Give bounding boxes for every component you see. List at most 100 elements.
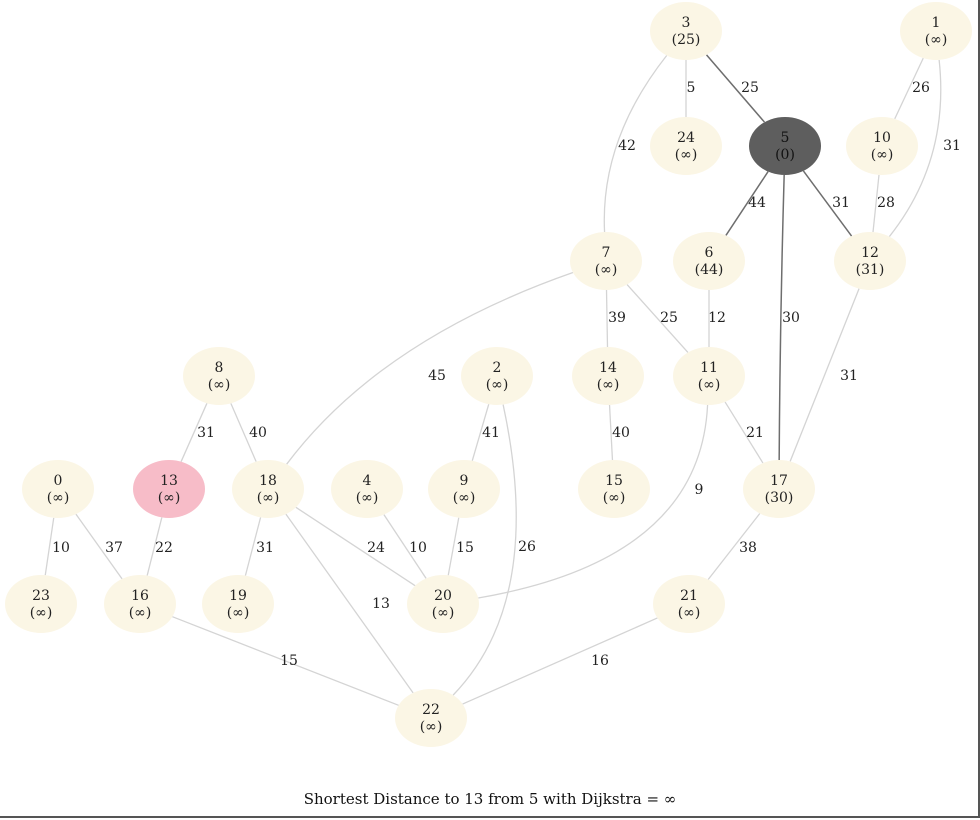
node-7-distance: (∞) [595,262,618,278]
node-23: 23(∞) [5,575,77,633]
edge-weight-2-22: 26 [518,539,536,555]
node-ellipse [834,232,906,290]
node-18-label: 18 [259,473,277,489]
node-17-label: 17 [770,473,788,489]
edge-18-19 [244,517,262,576]
node-12-label: 12 [861,245,879,261]
node-ellipse [900,2,972,60]
node-ellipse [232,460,304,518]
edge-7-14 [605,289,609,348]
edge-17-21 [707,513,761,580]
edge-14-15 [608,404,614,461]
node-4-label: 4 [363,473,372,489]
edge-weight-2-9: 41 [482,425,500,441]
node-23-distance: (∞) [30,605,53,621]
nodes-layer: 0(∞)1(∞)2(∞)3(25)4(∞)5(0)6(44)7(∞)8(∞)9(… [5,2,972,747]
edge-5-17 [778,174,785,461]
edge-weight-18-19: 31 [256,540,274,556]
edge-1-12 [888,59,942,237]
node-6-distance: (44) [695,262,724,278]
edge-7-11 [626,284,689,353]
edge-11-20 [478,404,709,599]
node-10-label: 10 [873,130,891,146]
node-14: 14(∞) [572,347,644,405]
node-ellipse [570,232,642,290]
node-11: 11(∞) [673,347,745,405]
node-24-label: 24 [677,130,695,146]
edge-11-17 [724,401,764,464]
node-9-distance: (∞) [453,490,476,506]
node-14-distance: (∞) [597,377,620,393]
edge-weight-12-17: 31 [840,368,858,384]
edge-2-9 [471,404,490,461]
node-ellipse [104,575,176,633]
node-17-distance: (30) [765,490,794,506]
node-5: 5(0) [749,117,821,175]
node-4: 4(∞) [331,460,403,518]
edge-weight-8-18: 40 [249,425,267,441]
node-21-distance: (∞) [678,605,701,621]
node-2-distance: (∞) [486,377,509,393]
edge-weight-7-14: 39 [608,310,626,326]
node-9-label: 9 [460,473,469,489]
edge-9-20 [447,517,460,576]
node-ellipse [650,117,722,175]
edge-weight-0-16: 37 [105,540,123,556]
edge-weight-5-6: 44 [748,195,766,211]
node-21: 21(∞) [653,575,725,633]
node-2: 2(∞) [461,347,533,405]
node-8-label: 8 [215,360,224,376]
node-8-distance: (∞) [208,377,231,393]
node-4-distance: (∞) [356,490,379,506]
node-ellipse [673,232,745,290]
node-ellipse [650,2,722,60]
node-ellipse [673,347,745,405]
edge-5-12 [802,170,853,237]
edge-13-16 [146,517,163,576]
edge-weight-1-10: 26 [912,80,930,96]
edge-0-23 [44,517,55,576]
node-ellipse [202,575,274,633]
node-10-distance: (∞) [871,147,894,163]
node-ellipse [653,575,725,633]
edge-3-5 [705,54,766,123]
node-0-label: 0 [54,473,63,489]
edge-weight-11-20: 9 [695,482,704,498]
node-24-distance: (∞) [675,147,698,163]
node-1: 1(∞) [900,2,972,60]
node-15: 15(∞) [578,460,650,518]
node-21-label: 21 [680,588,698,604]
node-17: 17(30) [743,460,815,518]
edge-0-16 [75,513,123,580]
node-7-label: 7 [602,245,611,261]
edge-8-13 [180,403,208,462]
node-7: 7(∞) [570,232,642,290]
frame-border-bottom [0,816,980,818]
edge-weight-4-20: 10 [409,540,427,556]
node-5-label: 5 [781,130,790,146]
node-ellipse [395,689,467,747]
node-15-distance: (∞) [603,490,626,506]
edge-4-20 [383,514,427,579]
node-0: 0(∞) [22,460,94,518]
node-6-label: 6 [705,245,714,261]
node-ellipse [407,575,479,633]
edge-weight-18-22: 13 [372,596,390,612]
node-13: 13(∞) [133,460,205,518]
edge-21-22 [462,617,658,705]
node-ellipse [331,460,403,518]
node-16: 16(∞) [104,575,176,633]
node-ellipse [846,117,918,175]
node-0-distance: (∞) [47,490,70,506]
edge-weight-3-7: 42 [618,138,636,154]
node-22-label: 22 [422,702,440,718]
edge-weight-21-22: 16 [591,653,609,669]
node-18: 18(∞) [232,460,304,518]
edge-2-22 [452,404,517,696]
edge-1-10 [894,57,924,120]
node-24: 24(∞) [650,117,722,175]
edge-weight-14-15: 40 [612,425,630,441]
edge-5-6 [725,171,769,236]
